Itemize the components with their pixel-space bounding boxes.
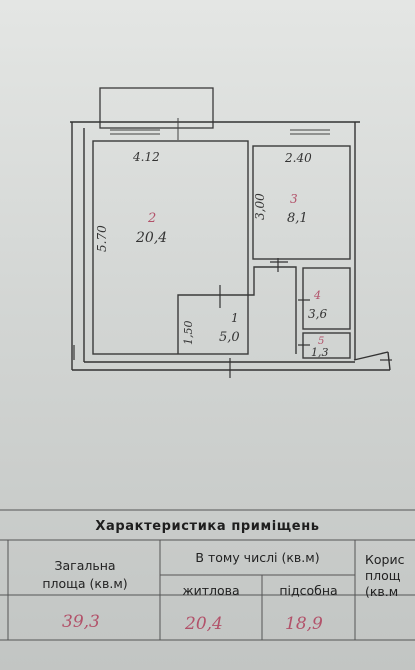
col-total-header: Загальна площа (кв.м): [12, 557, 158, 593]
table-title: Характеристика приміщень: [95, 519, 320, 534]
room-3-number: 3: [290, 192, 298, 206]
outer-walls: [70, 121, 391, 371]
col-useful-line2: площ: [365, 568, 401, 583]
door-marks: [73, 258, 392, 378]
dim-left: 5.70: [95, 225, 109, 252]
dim-mid-vertical: 3,00: [253, 193, 267, 220]
room-2: [92, 140, 249, 355]
col-aux-header: підсобна: [279, 583, 338, 598]
dim-top-left: 4.12: [132, 150, 160, 164]
col-total-line2: площа (кв.м): [42, 576, 128, 591]
room-5-area: 1,3: [311, 346, 329, 359]
dim-small-left: 1,50: [182, 321, 195, 346]
room-3: [252, 145, 351, 260]
col-useful-header: Корис площ (кв.м: [365, 552, 415, 600]
col-living-header: житлова: [182, 583, 240, 598]
room-5-number: 5: [318, 336, 324, 347]
value-total-area: 39,3: [62, 612, 100, 632]
room-1-number: 1: [231, 311, 239, 325]
room-4-area: 3,6: [308, 307, 327, 321]
col-useful-line1: Корис: [365, 552, 405, 567]
col-incl-header: В тому числі (кв.м): [195, 550, 320, 565]
dim-top-right: 2.40: [284, 151, 312, 165]
room-4-number: 4: [313, 289, 321, 302]
value-aux-area: 18,9: [285, 614, 323, 634]
table-grid: [0, 509, 415, 641]
value-living-area: 20,4: [185, 614, 223, 634]
balcony: [99, 87, 214, 129]
windows: [110, 118, 330, 140]
room-2-number: 2: [147, 211, 156, 226]
room-4: [302, 267, 351, 330]
room-3-area: 8,1: [287, 211, 308, 226]
col-total-line1: Загальна: [54, 558, 116, 573]
room-1-area: 5,0: [219, 330, 240, 345]
room-2-area: 20,4: [135, 230, 167, 246]
room-1: [177, 266, 297, 354]
col-useful-line3: (кв.м: [365, 584, 399, 599]
